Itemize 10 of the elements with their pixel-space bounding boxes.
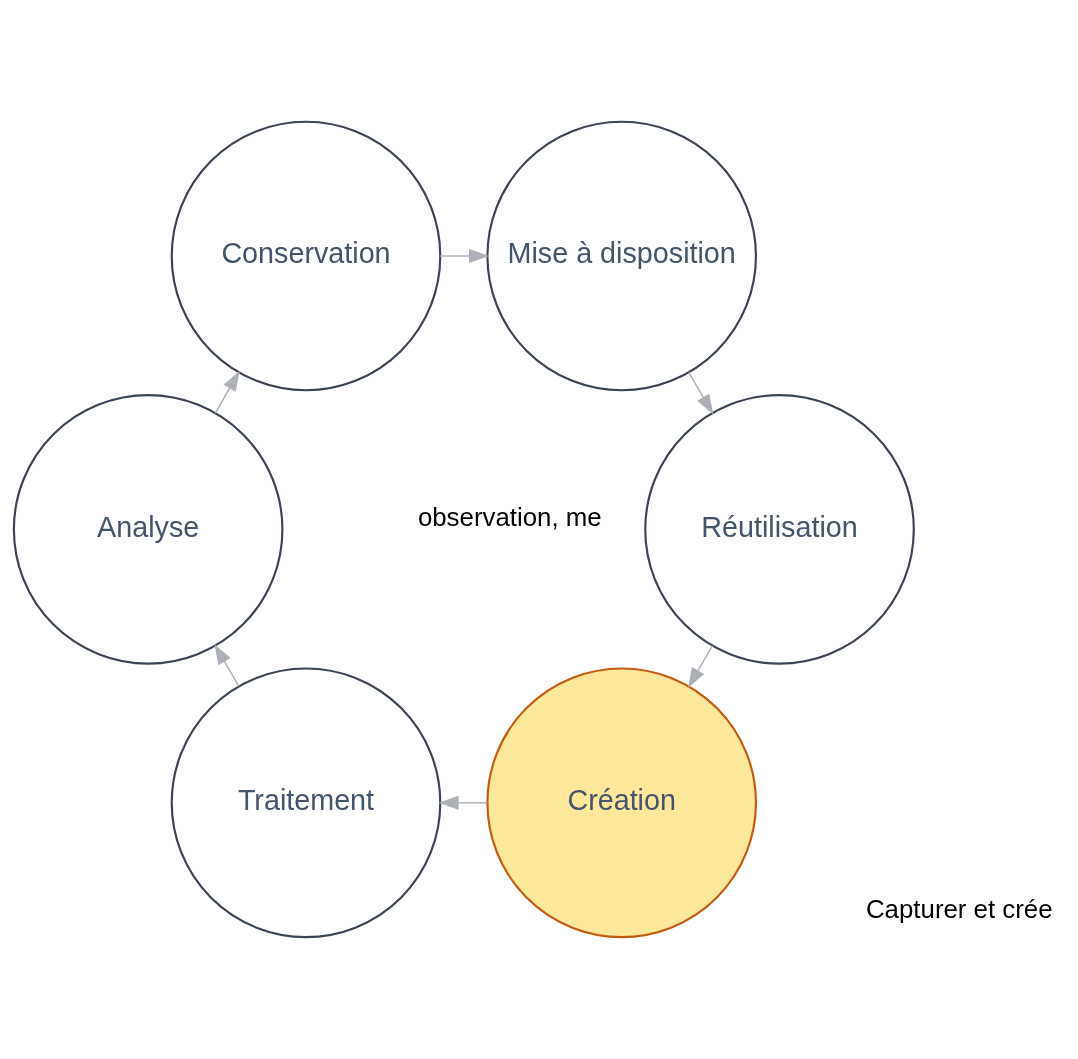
label: Capturer et crée [865, 894, 1053, 923]
arrow [438, 795, 489, 810]
arrow [439, 248, 490, 264]
label: observation, me [417, 502, 602, 531]
node-circle: Traitement [170, 667, 442, 939]
arrow [687, 645, 714, 688]
arrow [214, 370, 240, 414]
arrow [214, 644, 240, 688]
node-circle: Mise à disposition [486, 120, 758, 392]
arrow [688, 371, 714, 415]
